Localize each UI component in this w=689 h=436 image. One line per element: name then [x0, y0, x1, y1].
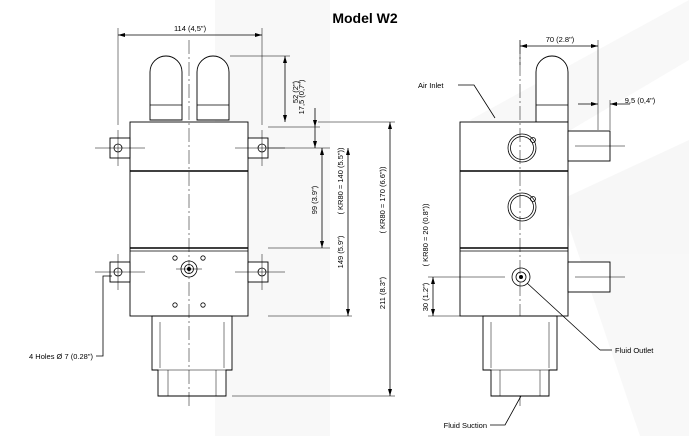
front-cylinder-right [196, 55, 230, 121]
front-view: 114 (4,5") 52 (2") 17,5 (0,7") 99 (3.9") [29, 24, 395, 408]
mounting-hole-top-left [95, 130, 145, 166]
callout-holes: 4 Holes Ø 7 (0.28") [29, 275, 112, 361]
air-circle-middle [507, 192, 537, 222]
background-watermark [215, 0, 689, 436]
lower-height-label: 149 (5.9") [336, 235, 345, 268]
total-height-label: 211 (8.3") [378, 276, 387, 309]
dim-side-width: 70 (2.8") [519, 35, 599, 130]
dim-side-offset: 9,5 (0,4") [578, 96, 656, 130]
dim-outlet-height: 30 (1.2") ( KR80 = 20 (0.8")) [421, 203, 505, 317]
callout-fluid-suction: Fluid Suction [444, 395, 522, 430]
outlet-height-label: 30 (1.2") [421, 282, 430, 311]
callout-air-inlet: Air Inlet [418, 81, 496, 119]
kr80-total-label: ( KR80 = 170 (6.6")) [378, 166, 387, 234]
mounting-hole-bottom-right [235, 254, 285, 290]
side-view: 70 (2.8") 9,5 (0,4") 30 (1.2") ( KR80 = … [418, 35, 656, 430]
kr80-lower-label: ( KR80 = 140 (5.5")) [336, 147, 345, 215]
air-inlet-label: Air Inlet [418, 81, 444, 90]
bolt-offset-label: 17,5 (0,7") [297, 79, 306, 114]
air-inlet-circle [507, 133, 537, 163]
side-cylinder [535, 55, 569, 123]
dim-lower-height: 149 (5.9") ( KR80 = 140 (5.5")) [268, 147, 352, 317]
side-suction-section [482, 315, 558, 397]
mid-height-label: 99 (3.9") [310, 185, 319, 214]
dim-bolt-offset: 17,5 (0,7") [268, 79, 320, 148]
dim-overall-width: 114 (4,5") [117, 24, 263, 125]
side-fluid-outlet [511, 267, 531, 287]
dim-mid-height: 99 (3.9") [268, 147, 330, 249]
top-height-label: 52 (2") [291, 80, 300, 103]
holes-label: 4 Holes Ø 7 (0.28") [29, 352, 93, 361]
dim-top-height: 52 (2") [230, 55, 300, 122]
fluid-outlet-label: Fluid Outlet [615, 346, 654, 355]
fluid-suction-label: Fluid Suction [444, 421, 487, 430]
side-main-body [459, 121, 569, 317]
front-suction-section [151, 315, 233, 397]
front-cylinder-left [149, 55, 183, 121]
kr80-outlet-label: ( KR80 = 20 (0.8")) [421, 203, 430, 266]
overall-width-label: 114 (4,5") [174, 24, 207, 33]
callout-fluid-outlet: Fluid Outlet [526, 282, 654, 355]
mounting-hole-bottom-left [95, 254, 145, 290]
side-width-label: 70 (2.8") [546, 35, 575, 44]
dim-total-height: 211 (8.3") ( KR80 = 170 (6.6")) [232, 121, 395, 397]
side-offset-label: 9,5 (0,4") [625, 96, 656, 105]
drawing-title: Model W2 [332, 10, 398, 26]
